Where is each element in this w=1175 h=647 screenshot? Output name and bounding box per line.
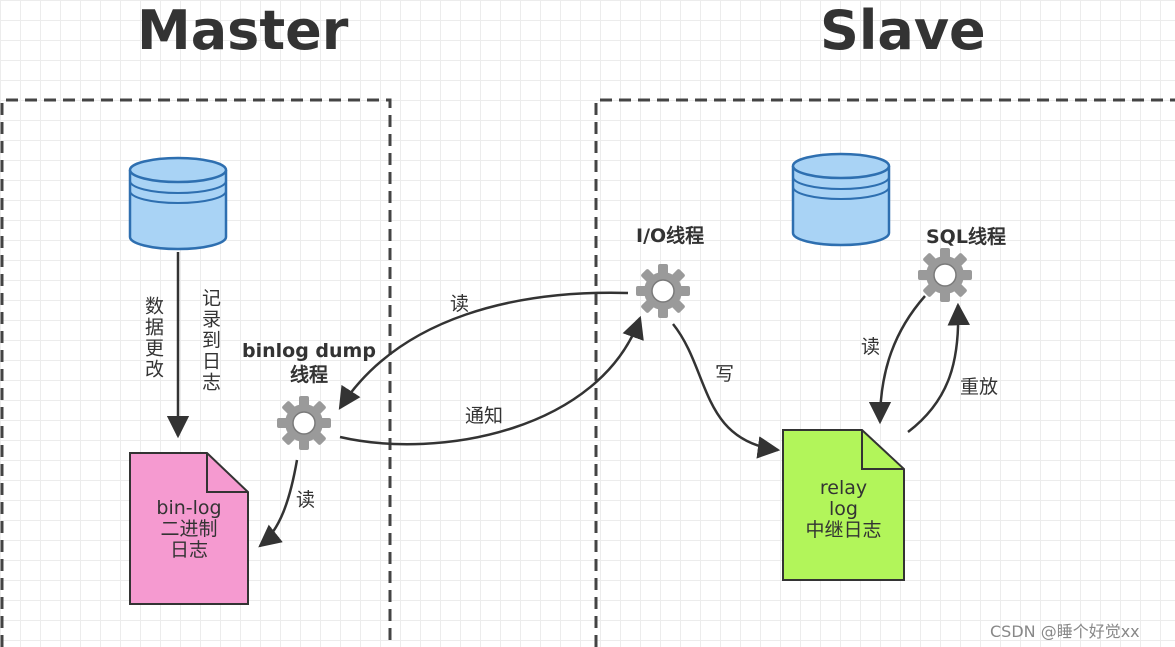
io-thread-gear-icon	[635, 263, 691, 319]
edge-io-write-relay	[672, 323, 781, 459]
relay-log-label: relay log 中继日志	[783, 478, 904, 541]
edge-label-write: 写	[715, 363, 735, 385]
edge-label-sql-read: 读	[861, 336, 881, 358]
relay-document-fold	[861, 430, 904, 470]
edge-label-replay: 重放	[960, 376, 999, 398]
edge-label-data-change: 数据更改	[142, 296, 164, 380]
edge-label-record-log: 记录到日志	[199, 288, 221, 393]
binlog-label-line-1: bin-log	[156, 497, 222, 519]
dump-thread-label: binlog dump 线程	[242, 340, 376, 386]
relay-log-label-line-3: 中继日志	[805, 519, 882, 541]
binlog-document-fold	[206, 453, 248, 493]
relay-log-label-line-1: relay	[819, 477, 868, 499]
edge-sql-read-relay	[868, 295, 926, 425]
relay-document-icon	[782, 429, 905, 581]
sql-thread-gear-icon	[917, 247, 973, 303]
relay-log-label-line-2: log	[829, 498, 858, 520]
binlog-label-line-2: 二进制	[160, 518, 218, 540]
binlog-label-line-3: 日志	[169, 539, 208, 561]
master-database-icon	[128, 156, 228, 251]
edge-io-read-dump	[338, 291, 629, 410]
binlog-document-icon	[129, 452, 249, 605]
slave-title: Slave	[820, 0, 986, 62]
edge-relay-replay-sql	[907, 302, 970, 433]
csdn-watermark: CSDN @睡个好觉xx	[990, 622, 1140, 641]
sql-thread-label: SQL线程	[926, 226, 1006, 248]
master-panel-border	[0, 98, 392, 647]
master-title: Master	[137, 0, 349, 62]
edge-label-io-read: 读	[450, 293, 470, 315]
dump-thread-gear-icon	[276, 395, 332, 451]
edge-dump-read-binlog	[258, 459, 299, 548]
slave-database-icon	[791, 152, 891, 247]
edge-dump-notify-io	[339, 315, 644, 446]
slave-panel-border	[594, 98, 1175, 647]
edge-label-dump-read: 读	[296, 489, 316, 511]
edge-label-notify: 通知	[465, 405, 504, 427]
binlog-label: bin-log 二进制 日志	[130, 498, 248, 561]
io-thread-label: I/O线程	[636, 225, 705, 247]
